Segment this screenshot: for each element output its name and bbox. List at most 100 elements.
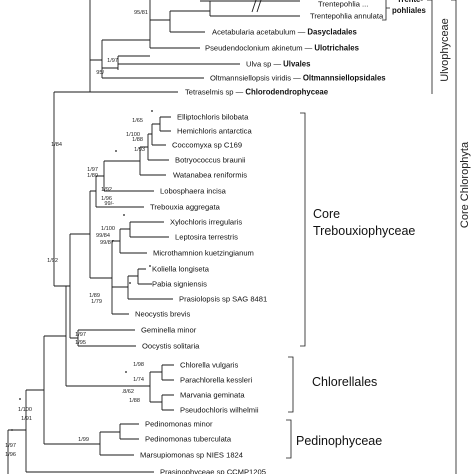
taxon-name: Pabia signiensis (152, 280, 207, 289)
taxon-name: Trentepohlia ... (318, 0, 368, 9)
clade-label: Trente- (397, 0, 423, 4)
taxon-label: Pseudendoclonium akinetum — Ulotrichales (205, 44, 360, 53)
branch-break-mark (251, 0, 262, 13)
bootstrap-labels: 95/811/9795/1/841/651/1001/881/931/971/8… (5, 10, 148, 458)
taxon-name: Elliptochloris bilobata (177, 113, 249, 122)
support-value: .8/62 (122, 389, 134, 395)
taxon-name: Geminella minor (141, 326, 197, 335)
taxon-label: Elliptochloris bilobata (177, 113, 249, 122)
taxon-name: Xylochloris irregularis (170, 218, 242, 227)
branch (119, 228, 147, 254)
support-value: 1/95 (75, 340, 86, 346)
branch (200, 0, 300, 17)
support-value: 1/89 (89, 293, 100, 299)
support-value: 1/98 (133, 362, 144, 368)
support-value: 1/91 (21, 416, 32, 422)
core-trebouxiophyceae-bracket (300, 112, 306, 347)
taxon-name: Koliella longiseta (152, 265, 210, 274)
support-value: 1/92 (47, 258, 58, 264)
support-value: 1/97 (75, 332, 86, 338)
clade-dash: — (271, 60, 283, 69)
branch (137, 268, 152, 285)
taxon-label: Coccomyxa sp C169 (172, 141, 242, 150)
taxon-name: Pedinomonas tuberculata (145, 435, 232, 444)
branch (95, 175, 144, 208)
branch (119, 423, 139, 440)
taxon-label: Oltmannsiellopsis viridis — Oltmannsiell… (210, 74, 386, 83)
major-clade-label: Pedinophyceae (296, 434, 382, 448)
taxon-label: Watanabea reniformis (173, 171, 247, 180)
taxon-label: Marvania geminata (180, 391, 245, 400)
trentepohliales-bracket (382, 0, 390, 21)
taxon-name: Neocystis brevis (135, 310, 190, 319)
clade-brackets (286, 0, 457, 474)
taxon-label: Pedinomonas tuberculata (145, 435, 232, 444)
support-value: 1/80 (87, 173, 98, 179)
taxon-label: Chlorella vulgaris (180, 361, 238, 370)
clade-dash: — (291, 74, 303, 83)
branch (161, 394, 174, 411)
taxon-name: Prasinophyceae sp CCMP1205 (160, 468, 266, 474)
node-dot (115, 150, 117, 152)
clade-labels: Trente-pohlialesCoreTrebouxiophyceaeChlo… (296, 0, 471, 448)
branch (147, 133, 169, 161)
branch (117, 55, 240, 70)
taxon-name: Leptosira terrestris (175, 233, 238, 242)
support-value: 99/84 (96, 233, 110, 239)
support-value: 1/99 (78, 437, 89, 443)
branch (89, 190, 112, 279)
branch (25, 389, 154, 473)
taxon-name: Coccomyxa sp C169 (172, 141, 242, 150)
taxon-label: Ulva sp — Ulvales (246, 60, 311, 69)
taxon-name: Microthamnion kuetzingianum (153, 249, 254, 258)
support-value: 1/74 (133, 377, 144, 383)
branch (43, 335, 100, 445)
taxon-label: Hemichloris antarctica (177, 127, 252, 136)
taxon-name: Prasiolopsis sp SAG 8481 (179, 295, 267, 304)
node-dot (129, 282, 131, 284)
branch (129, 221, 169, 238)
taxon-name: Watanabea reniformis (173, 171, 247, 180)
taxon-label: Oocystis solitaria (142, 342, 200, 351)
order-label: Chlorodendrophyceae (245, 88, 328, 97)
support-value: 99/87 (100, 240, 114, 246)
order-label: Ulvales (283, 60, 311, 69)
taxon-name: Oocystis solitaria (142, 342, 200, 351)
taxon-name: Pedinomonas minor (145, 420, 213, 429)
taxon-label: Tetraselmis sp — Chlorodendrophyceae (185, 88, 329, 97)
support-value: 1/96 (5, 452, 16, 458)
clade-dash: — (303, 44, 315, 53)
branch (89, 0, 178, 93)
vertical-clade-label: Ulvophyceae (439, 18, 451, 82)
taxon-label: Xylochloris irregularis (170, 218, 242, 227)
order-label: Ulotrichales (314, 44, 359, 53)
taxon-label: Microthamnion kuetzingianum (153, 249, 254, 258)
ulvophyceae-bracket (427, 0, 433, 94)
taxon-label: Trebouxia aggregata (150, 203, 221, 212)
taxon-name: Trentepohlia annulata (310, 12, 384, 21)
major-clade-label: Trebouxiophyceae (313, 224, 415, 238)
branch (111, 240, 129, 315)
branch (149, 371, 162, 403)
support-value: 1/79 (91, 299, 102, 305)
taxon-name: Pseudochloris wilhelmii (180, 406, 259, 415)
taxon-label: Prasiolopsis sp SAG 8481 (179, 295, 267, 304)
tree-branches (7, 0, 300, 474)
node-dot (123, 214, 125, 216)
order-label: Dasycladales (307, 28, 357, 37)
branch (53, 91, 90, 287)
support-value: 1/88 (129, 398, 140, 404)
pedinophyceae-bracket (286, 419, 292, 459)
node-dot (11, 429, 13, 431)
major-clade-label: Core (313, 207, 340, 221)
order-label: Oltmannsiellopsidales (303, 74, 386, 83)
taxon-label: Botryococcus braunii (175, 156, 246, 165)
taxon-label: Acetabularia acetabulum — Dasycladales (212, 28, 358, 37)
taxon-name: Trebouxia aggregata (150, 203, 221, 212)
support-value: 1/97 (107, 58, 118, 64)
taxon-label: Koliella longiseta (152, 265, 210, 274)
branch (161, 364, 174, 381)
taxon-label: Trentepohlia ... (318, 0, 368, 9)
branch (149, 0, 200, 49)
